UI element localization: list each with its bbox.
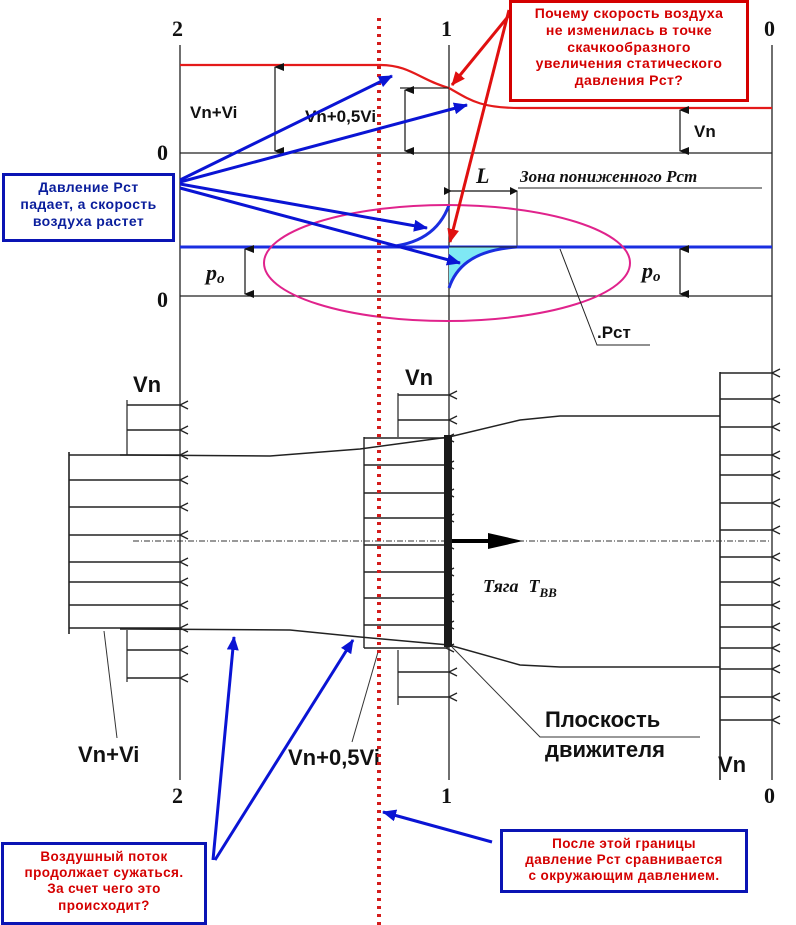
vn-label-mid: Vn [405,365,433,390]
disk-velocity-leader [351,651,379,743]
arrow-to-pressure-fill [179,186,461,266]
section-label-0-bottom: 0 [764,783,775,808]
section-label-2-top: 2 [172,16,183,41]
question-line: Почему скорость воздуха [534,5,724,21]
note-line: Давление Рст [38,179,139,195]
label-vn-velocity: Vn [694,122,716,141]
question-line: скачкообразного [567,38,691,55]
note-line: воздуха растет [32,212,145,229]
question-line: продолжает сужаться. [24,865,184,881]
question-line: Воздушный поток [40,849,168,864]
question-line: увеличения статического [535,55,723,72]
pst-leader [559,248,650,346]
streamtube-upper [119,415,720,457]
note-line: падает, а скорость [20,195,157,212]
disk-plane-label-1: Плоскость [545,707,660,732]
propulsor-disk [444,435,452,647]
question-line: происходит? [58,897,150,913]
question-line: давления Рст? [574,72,684,89]
arrow-to-streamtube-near [213,639,355,861]
question-line: не изменилась в точке [545,21,713,38]
far-wake-leader [103,630,118,739]
vn-label-left: Vn [133,372,161,397]
pst-label: .Рст [597,323,631,342]
contraction-question-box: Воздушный поток продолжает сужаться. За … [1,842,207,925]
note-line: с окружающим давлением. [528,868,720,884]
arrow-to-disk-velocity [450,7,517,86]
thrust-arrow-head [488,533,523,549]
disk-plane-leader [451,646,700,738]
note-line: давление Рст сравнивается [525,852,723,868]
arrow-to-streamtube-far [211,636,239,861]
vn-label-right: Vn [718,752,746,777]
arrow-to-velocity-rise [179,74,393,182]
label-vn-vi-velocity: Vn+Vi [190,103,237,122]
disk-plane-label-2: движителя [545,737,665,762]
pressure-note-box: Давление Рст падает, а скорость воздуха … [2,173,175,242]
pressure-curve-downstream [447,245,518,289]
length-label: L [475,163,489,188]
arrow-to-pressure-drop [179,182,428,232]
section-label-2-bottom: 2 [172,783,183,808]
p0-label-left: po [204,260,225,287]
highlight-ellipse [263,204,631,322]
low-pressure-fill [449,247,517,288]
section-label-1-top: 1 [441,16,452,41]
velocity-question-box: Почему скорость воздуха не изменилась в … [509,0,749,102]
velocity-arrows [68,372,772,780]
disk-velocity-label: Vn+0,5Vi [288,745,380,770]
pressure-zero-label: 0 [157,287,168,312]
zone-label: Зона пониженного Рст [519,167,697,186]
left-note-arrows [179,74,468,266]
boundary-note-box: После этой границы давление Рст сравнива… [500,829,748,893]
velocity-zero-label: 0 [157,140,168,165]
section-label-0-top: 0 [764,16,775,41]
section-label-1-bottom: 1 [441,783,452,808]
arrow-to-velocity-disk [179,102,468,184]
arrow-to-pressure-jump [447,9,511,243]
question-line: За счет чего это [47,881,161,897]
arrow-to-boundary [382,809,493,844]
bottom-left-arrows [211,636,355,861]
note-line: После этой границы [552,836,696,851]
p0-label-right: po [640,258,661,285]
label-vn-05vi-velocity: Vn+0,5Vi [305,107,376,126]
far-wake-label: Vn+Vi [78,742,139,767]
